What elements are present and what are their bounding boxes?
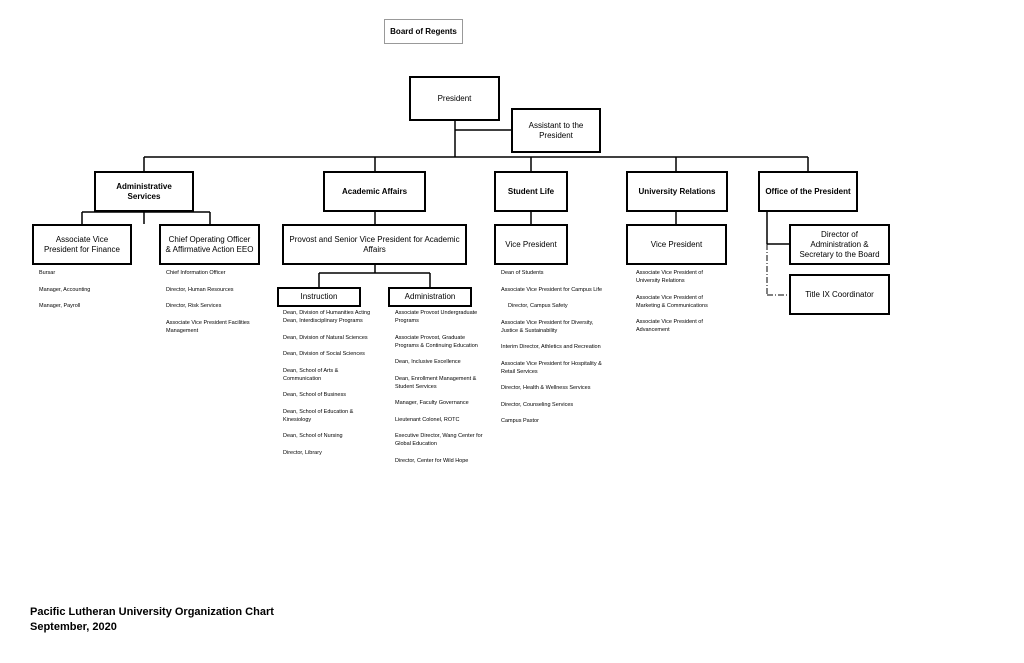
footer-date: September, 2020 <box>30 621 117 633</box>
list-item: Director, Counseling Services <box>501 401 574 408</box>
list-item: Associate Vice President for Hospitality… <box>501 360 602 375</box>
student-life-vp-box: Vice President <box>494 224 568 265</box>
list-item: Executive Director, Wang Center for Glob… <box>395 433 483 447</box>
list-item: Director, Campus Safety <box>508 303 568 309</box>
list-item: Dean, Enrollment Management & Student Se… <box>395 375 477 390</box>
list-item: Associate Vice President of Advancement <box>636 319 703 333</box>
list-item: Manager, Faculty Governance <box>395 400 469 406</box>
instruction-reports: Dean, Division of Humanities Acting Dean… <box>283 309 375 465</box>
university-relations-vp-box: Vice President <box>626 224 727 265</box>
instruction-box: Instruction <box>277 287 361 307</box>
list-item: Lieutenant Colonel, ROTC <box>395 416 460 423</box>
list-item: Associate Vice President Facilities Mana… <box>166 319 250 334</box>
list-item: Associate Vice President for Campus Life <box>501 286 603 293</box>
list-item: Director, Risk Services <box>166 303 222 309</box>
list-item: Dean, School of Education & Kinesiology <box>283 408 354 423</box>
list-item: Dean, Inclusive Excellence <box>395 359 461 365</box>
list-item: Manager, Payroll <box>39 303 81 309</box>
academic-affairs-box: Academic Affairs <box>323 171 426 212</box>
list-item: Associate Vice President of Marketing & … <box>636 294 708 309</box>
list-item: Bursar <box>39 270 56 276</box>
list-item: Campus Pastor <box>501 418 539 424</box>
avp-finance-reports: Bursar Manager, Accounting Manager, Payr… <box>39 269 129 319</box>
title-ix-coordinator-box: Title IX Coordinator <box>789 274 890 315</box>
list-item: Director, Center for Wild Hope <box>395 457 469 464</box>
list-item: Associate Provost Undergraduate Programs <box>395 310 478 324</box>
administration-reports: Associate Provost Undergraduate Programs… <box>395 309 490 473</box>
footer-title: Pacific Lutheran University Organization… <box>30 606 274 618</box>
student-life-box: Student Life <box>494 171 568 212</box>
provost-box: Provost and Senior Vice President for Ac… <box>282 224 467 265</box>
list-item: Associate Provost, Graduate Programs & C… <box>395 334 478 349</box>
list-item: Director, Human Resources <box>166 286 234 293</box>
coo-reports: Chief Information Officer Director, Huma… <box>166 269 256 343</box>
chart-footer: Pacific Lutheran University Organization… <box>30 605 274 635</box>
list-item: Dean, School of Nursing <box>283 433 343 439</box>
student-life-reports: Dean of Students Associate Vice Presiden… <box>501 269 609 434</box>
director-of-administration-box: Director of Administration & Secretary t… <box>789 224 890 265</box>
university-relations-box: University Relations <box>626 171 728 212</box>
administration-box: Administration <box>388 287 472 307</box>
avp-finance-box: Associate Vice President for Finance <box>32 224 132 265</box>
list-item: Dean, Division of Natural Sciences <box>283 334 368 341</box>
office-of-the-president-box: Office of the President <box>758 171 858 212</box>
president-box: President <box>409 76 500 121</box>
board-of-regents-box: Board of Regents <box>384 19 463 44</box>
list-item: Dean, School of Business <box>283 392 346 398</box>
list-item: Interim Director, Athletics and Recreati… <box>501 344 601 350</box>
university-relations-reports: Associate Vice President of University R… <box>636 269 726 343</box>
assistant-to-president-box: Assistant to the President <box>511 108 601 153</box>
list-item: Director, Health & Wellness Services <box>501 385 591 391</box>
list-item: Dean of Students <box>501 270 544 276</box>
coo-box: Chief Operating Officer & Affirmative Ac… <box>159 224 260 265</box>
list-item: Director, Library <box>283 449 322 456</box>
list-item: Associate Vice President for Diversity, … <box>501 319 594 334</box>
list-item: Dean, Division of Humanities Acting Dean… <box>283 310 371 324</box>
administrative-services-box: Administrative Services <box>94 171 194 212</box>
list-item: Dean, School of Arts & Communication <box>283 367 339 382</box>
list-item: Manager, Accounting <box>39 286 91 293</box>
list-item: Chief Information Officer <box>166 270 226 276</box>
list-item: Associate Vice President of University R… <box>636 270 703 284</box>
list-item: Dean, Division of Social Sciences <box>283 351 365 357</box>
